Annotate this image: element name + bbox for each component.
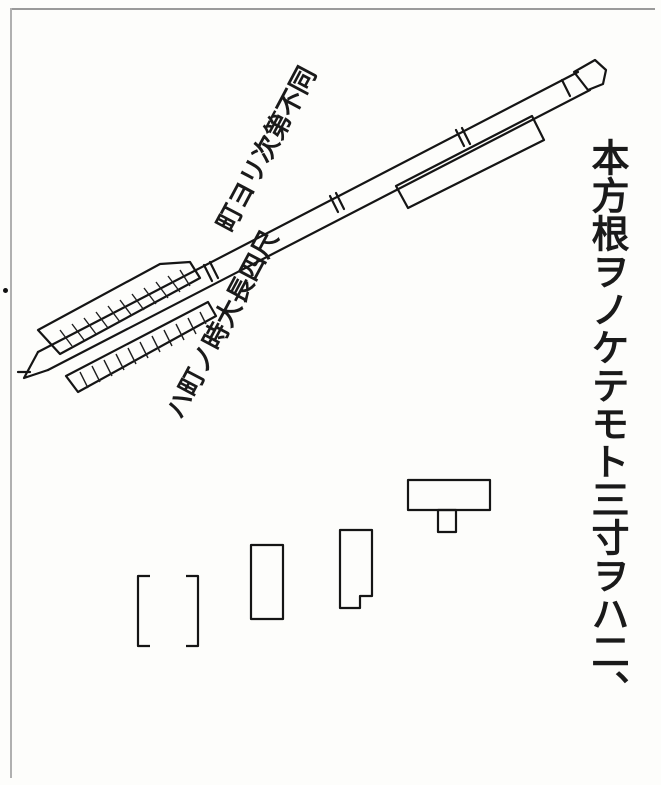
- margin-dot: [3, 288, 8, 293]
- arrow-nock: [16, 350, 50, 380]
- arrow-shaft-upper: [36, 70, 580, 354]
- fletching-lower: [64, 300, 218, 394]
- arrow-shaft-lower: [46, 88, 592, 372]
- block-shape-2: [249, 543, 285, 621]
- shaft-joint-1: [454, 126, 472, 148]
- shaft-joint-4: [560, 78, 572, 98]
- shaft-joint-3: [202, 260, 220, 283]
- block-shape-4: [406, 478, 492, 512]
- shaft-joint-2: [328, 191, 346, 214]
- arrowhead-icon: [572, 58, 608, 92]
- block-shape-4-stem: [436, 508, 458, 534]
- tag-rectangle: [394, 114, 546, 210]
- scan-border-left: [10, 8, 12, 778]
- scan-border-top: [10, 8, 655, 10]
- block-shape-3: [338, 528, 374, 610]
- block-shape-1: [136, 574, 200, 648]
- fletching-upper: [36, 260, 202, 356]
- fletching-hatching: [59, 269, 207, 389]
- main-vertical-note: 本方根ヲノケテモト三寸ヲハ二、: [585, 138, 629, 708]
